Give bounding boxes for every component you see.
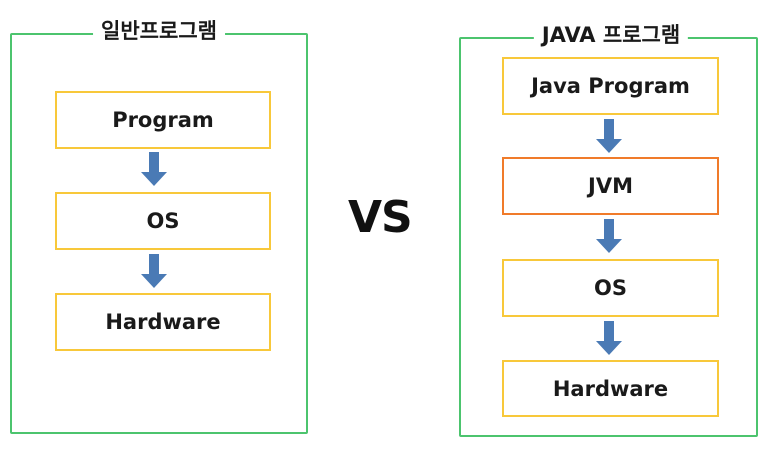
java-layer-os: OS bbox=[502, 259, 719, 317]
arrow-down-icon bbox=[596, 119, 622, 153]
general-layer-os: OS bbox=[55, 192, 271, 250]
arrow-down-icon bbox=[141, 254, 167, 288]
general-program-title: 일반프로그램 bbox=[93, 18, 225, 44]
java-layer-hardware: Hardware bbox=[502, 360, 719, 417]
java-layer-java-program: Java Program bbox=[502, 57, 719, 115]
java-program-title: JAVA 프로그램 bbox=[533, 22, 689, 48]
arrow-down-icon bbox=[596, 219, 622, 253]
general-layer-hardware: Hardware bbox=[55, 293, 271, 351]
general-layer-program: Program bbox=[55, 91, 271, 149]
arrow-down-icon bbox=[596, 321, 622, 355]
vs-label: VS bbox=[348, 192, 413, 243]
arrow-down-icon bbox=[141, 152, 167, 186]
java-layer-jvm: JVM bbox=[502, 157, 719, 215]
